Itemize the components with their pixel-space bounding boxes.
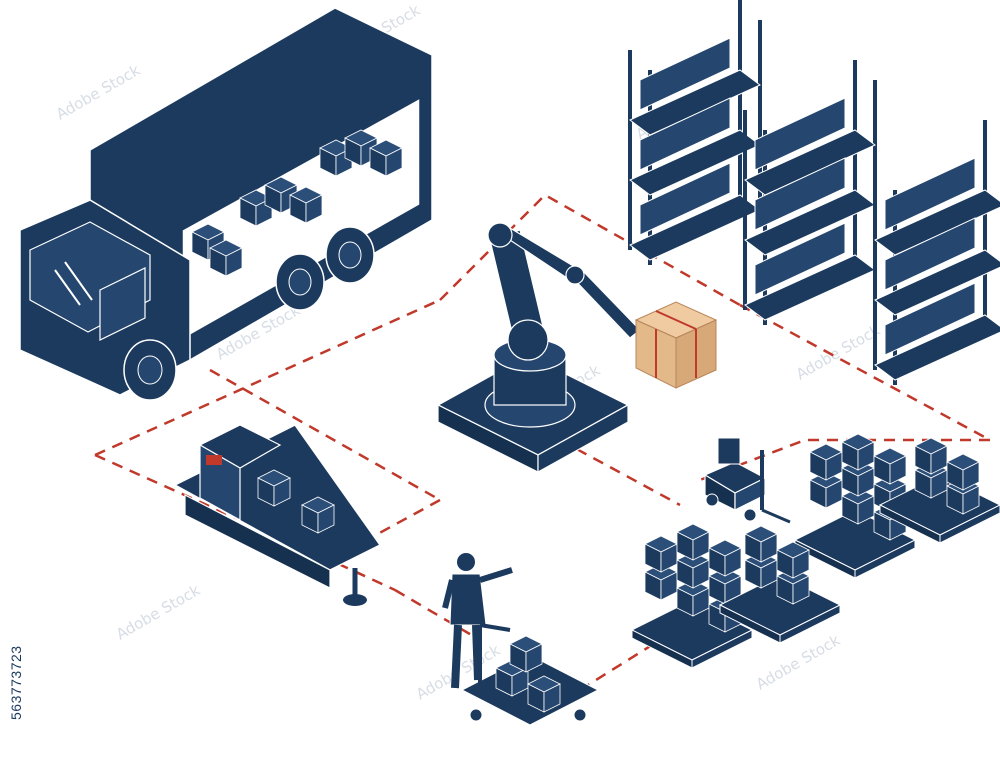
pallet-stack-icon [631,433,1000,669]
delivery-truck-icon [19,7,433,401]
svg-text:Adobe Stock: Adobe Stock [753,631,843,694]
conveyor-scanner-icon [173,424,382,606]
svg-text:Adobe Stock: Adobe Stock [53,61,143,124]
cardboard-box-icon [634,301,718,389]
hand-cart-icon [460,623,600,726]
svg-text:Adobe Stock: Adobe Stock [793,321,883,384]
forklift-icon [703,437,791,524]
worker-icon [442,553,513,689]
svg-text:Adobe Stock: Adobe Stock [113,581,203,644]
stock-id-label: 563773723 [8,645,24,720]
robotic-arm-icon [436,222,641,474]
